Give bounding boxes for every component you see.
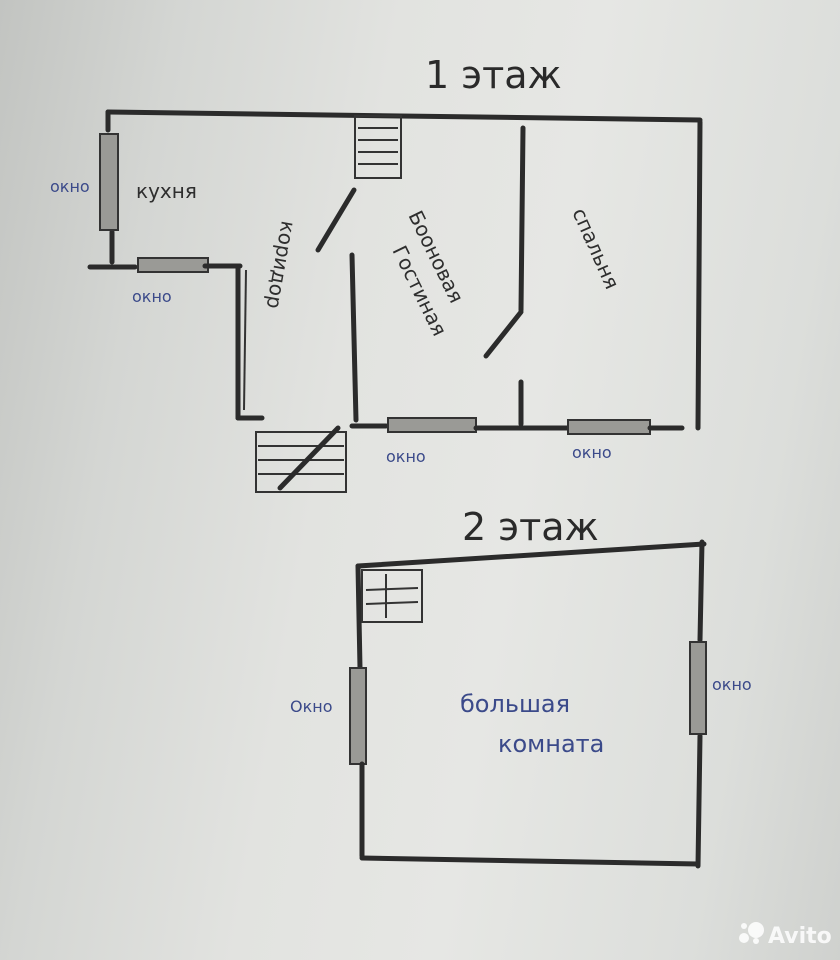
bedroom-window-label: окно	[572, 443, 612, 462]
avito-logo-dot	[748, 922, 764, 938]
corridor-door-swing	[315, 187, 357, 253]
kitchen-window-bottom-label: окно	[132, 287, 172, 306]
avito-logo: Avito	[739, 922, 832, 949]
avito-logo-dot	[753, 938, 759, 944]
big-room-label-line1: большая	[460, 690, 570, 718]
floor2-window-right-label: окно	[712, 675, 752, 694]
floor2-stairs	[361, 569, 423, 623]
corridor-label: коридор	[262, 219, 301, 311]
floor2-title: 2 этаж	[462, 505, 599, 549]
floor1-right-wall	[695, 119, 703, 431]
floor2-left-wall-top	[355, 563, 363, 671]
kitchen-window-left-label: окно	[50, 177, 90, 196]
kitchen-window-bottom	[137, 257, 209, 273]
floor1-title: 1 этаж	[425, 53, 562, 97]
floor2-window-left	[349, 667, 367, 765]
floor2-right-wall-top	[697, 539, 705, 643]
floor2-top-wall	[355, 541, 707, 569]
kitchen-window-left	[99, 133, 119, 231]
stair-step	[365, 587, 419, 591]
avito-logo-dot	[741, 923, 747, 929]
bedroom-window	[567, 419, 651, 435]
floor1-top-wall	[105, 109, 703, 123]
floor2-bottom-wall	[359, 855, 701, 867]
avito-logo-dot	[739, 933, 749, 943]
bedroom-label: спальня	[567, 204, 624, 292]
floor2-window-left-label: Окно	[290, 697, 333, 716]
floor1-top-stairs	[354, 115, 402, 179]
stair-step	[365, 601, 419, 605]
living-bedroom-wall	[518, 125, 526, 313]
big-room-label-line2: комната	[498, 730, 604, 758]
floor2-window-right	[689, 641, 707, 735]
kitchen-label: кухня	[136, 179, 197, 203]
corridor-right-wall	[349, 252, 359, 423]
bedroom-door-swing	[483, 309, 524, 359]
floor2-right-wall-bottom	[695, 733, 703, 869]
avito-brand: Avito	[768, 924, 832, 949]
living-window	[387, 417, 477, 433]
corridor-left-wall-inner	[243, 269, 247, 411]
entrance-stairs-diagonal	[277, 425, 341, 491]
floor1-entrance-stairs	[255, 431, 347, 493]
living-window-label: окно	[386, 447, 426, 466]
